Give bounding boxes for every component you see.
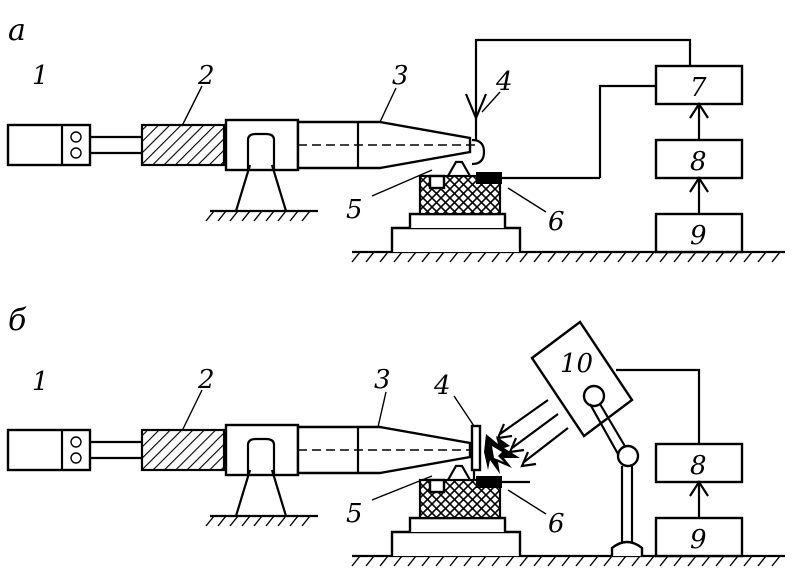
label-2-a: 2: [197, 61, 215, 91]
manipulator-arm: [582, 384, 644, 556]
target-electrode-b: [470, 424, 482, 482]
ground-stand-b: [205, 514, 318, 527]
label-4-a: 4: [495, 67, 513, 97]
label-6-a: 6: [548, 207, 565, 237]
label-1-b: 1: [32, 367, 49, 397]
label-9-a: 9: [690, 221, 707, 251]
label-5-b: 5: [346, 499, 363, 529]
optic-housing-b: [224, 423, 300, 517]
label-3-b: 3: [374, 365, 391, 395]
leaders-b: [181, 389, 547, 515]
wiring-a: [474, 38, 692, 178]
ground-stand-a: [205, 209, 318, 222]
laser-source-a: [6, 123, 92, 167]
box-9-b: [654, 516, 744, 558]
sample-table-b: [390, 464, 530, 556]
label-9-b: 9: [690, 525, 707, 555]
plasma-spark-b: [484, 434, 520, 474]
optic-tube-b: [296, 425, 480, 475]
optic-tube-a: [296, 120, 480, 170]
focusing-coil-a: [140, 123, 226, 167]
ground-table-b: [351, 554, 785, 567]
label-3-a: 3: [392, 61, 409, 91]
wiring-b: [616, 368, 701, 444]
arrows-a: [689, 101, 709, 214]
ground-table-a: [351, 250, 785, 263]
label-8-b: 8: [690, 451, 707, 481]
label-5-a: 5: [346, 195, 363, 225]
sample-table-a: [390, 160, 600, 252]
label-7-a: 7: [690, 73, 707, 103]
spectrometer-10: [496, 320, 634, 468]
label-2-b: 2: [197, 365, 215, 395]
leaders-a: [181, 85, 547, 213]
label-1-a: 1: [32, 61, 49, 91]
label-10: 10: [560, 349, 593, 379]
box-9: [654, 212, 744, 254]
label-6-b: 6: [548, 509, 565, 539]
focusing-coil-b: [140, 428, 226, 472]
panel-letter-a: а: [8, 13, 26, 48]
label-8-a: 8: [690, 147, 707, 177]
box-8-b: [654, 442, 744, 484]
optic-housing-a: [224, 118, 300, 212]
laser-source-b: [6, 428, 92, 472]
target-electrode-a: [464, 93, 488, 166]
box-8: [654, 138, 744, 180]
panel-letter-b: б: [8, 303, 27, 338]
label-4-b: 4: [433, 371, 451, 401]
panel-b: б: [6, 303, 785, 567]
panel-a: а: [6, 13, 785, 263]
arrows-b: [689, 479, 709, 518]
